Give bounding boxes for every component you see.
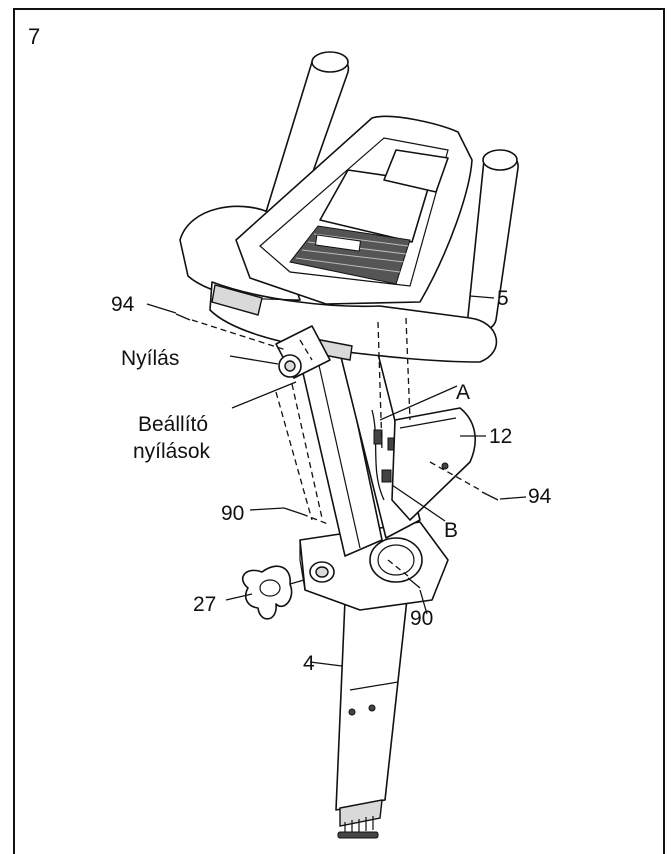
column-opening (278, 354, 302, 378)
screw-94-left (175, 313, 287, 351)
label-upright: 4 (303, 652, 315, 675)
upright-part (335, 589, 409, 839)
label-shield: 12 (489, 425, 512, 448)
label-wire-a: A (456, 381, 470, 404)
label-screw-94-right: 94 (528, 485, 552, 508)
alignment-lines (275, 317, 411, 521)
label-screw-90-bottom: 90 (410, 607, 433, 630)
diagram-frame (13, 8, 665, 854)
speaker-grille (289, 225, 411, 285)
handlebar-part (179, 51, 519, 363)
label-knob: 27 (193, 593, 216, 616)
label-opening: Nyílás (121, 347, 179, 370)
label-adjust-holes-line1: Beállító (138, 413, 208, 436)
screw-90-left (283, 507, 329, 525)
leader-lines (146, 295, 527, 667)
label-wire-b: B (444, 519, 458, 542)
frame-base (299, 521, 449, 611)
label-screw-94-left: 94 (111, 293, 135, 316)
label-screw-90-left: 90 (221, 502, 244, 525)
step-number: 7 (28, 24, 40, 49)
screw-90-right (387, 559, 421, 589)
label-adjust-holes-line2: nyílások (133, 440, 211, 463)
label-handlebar: 5 (497, 287, 509, 310)
knob-part (242, 565, 305, 620)
screw-94-right (429, 461, 499, 501)
